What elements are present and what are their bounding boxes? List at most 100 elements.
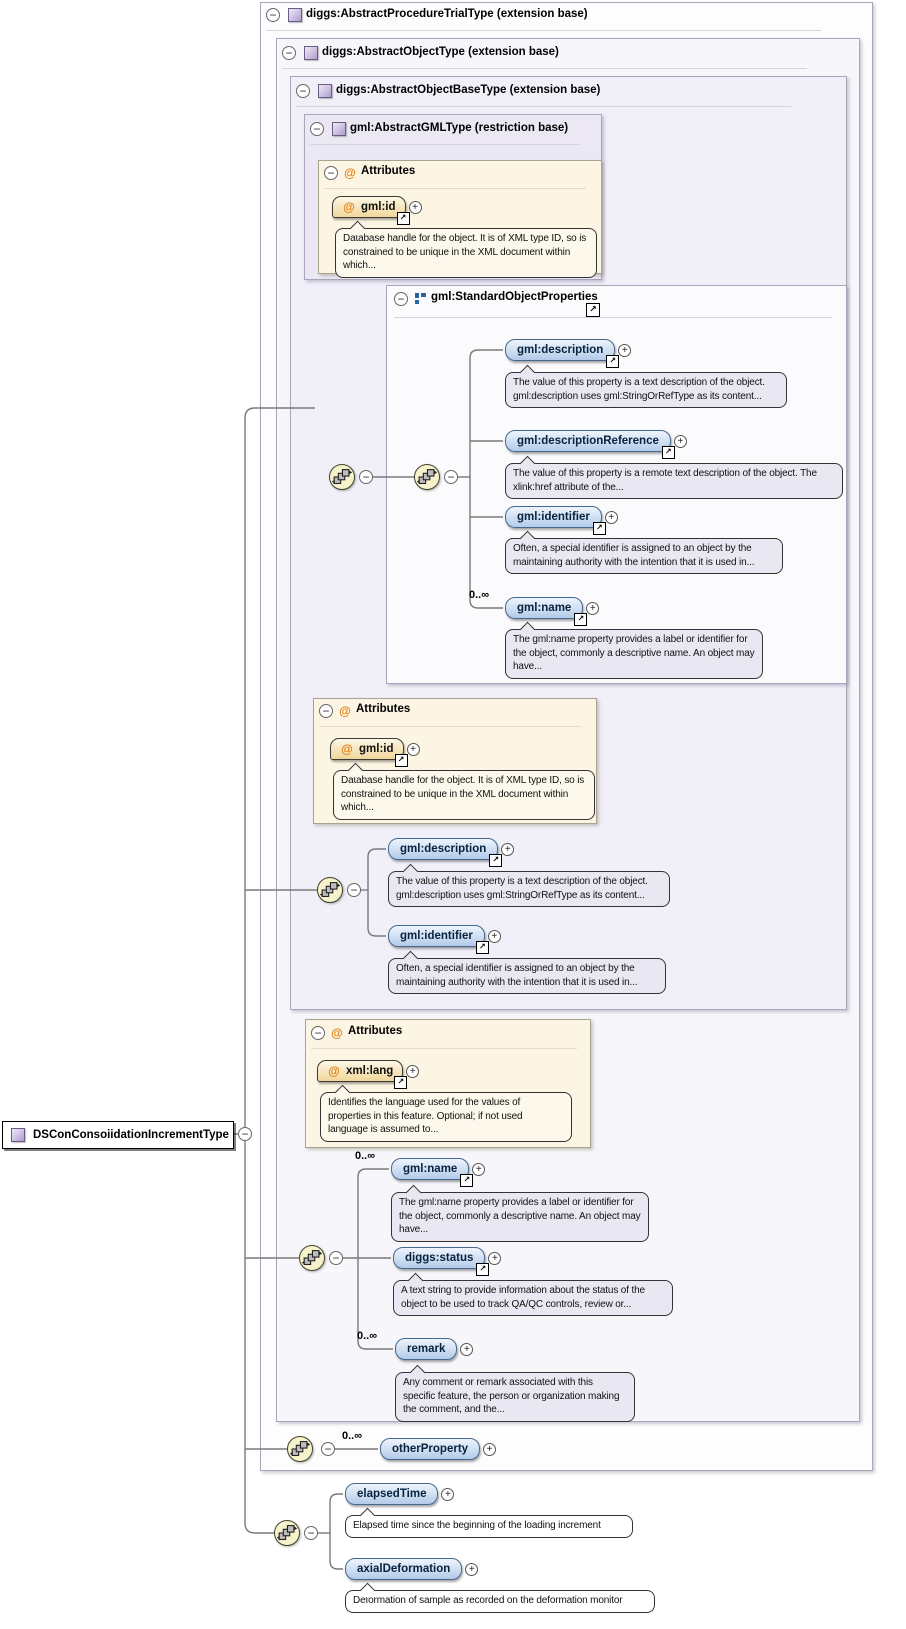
sequence-icon — [414, 464, 440, 490]
link-icon[interactable]: ↗ — [394, 754, 408, 767]
link-icon[interactable]: ↗ — [476, 1263, 490, 1276]
link-icon[interactable]: ↗ — [394, 1076, 408, 1089]
attribute-gml-id[interactable]: @gml:id ↗ + — [332, 196, 422, 225]
collapse-icon[interactable]: − — [282, 46, 296, 60]
occurrence-label: 0..∞ — [355, 1150, 376, 1162]
occurrence-label: 0..∞ — [469, 589, 490, 601]
element-gml-name[interactable]: gml:name↗ + — [505, 597, 600, 626]
expand-icon[interactable]: + — [618, 343, 632, 357]
link-icon[interactable]: ↗ — [606, 355, 620, 368]
element-other-property[interactable]: otherProperty + — [380, 1438, 497, 1460]
collapse-icon[interactable]: − — [329, 1251, 343, 1265]
link-icon[interactable]: ↗ — [489, 854, 503, 867]
collapse-icon[interactable]: − — [359, 470, 373, 484]
collapse-icon[interactable]: − — [324, 166, 338, 180]
collapse-icon[interactable]: − — [304, 1526, 318, 1540]
attribute-at-icon: @ — [339, 704, 351, 718]
link-icon[interactable]: ↗ — [661, 446, 675, 459]
complex-type-icon — [11, 1128, 25, 1142]
annotation-gml-description-reference: The value of this property is a remote t… — [505, 463, 843, 499]
collapse-icon[interactable]: − — [394, 292, 408, 306]
complex-type-icon — [318, 84, 332, 98]
link-icon[interactable]: ↗ — [574, 613, 588, 626]
occurrence-label: 0..∞ — [357, 1330, 378, 1342]
complex-type-icon — [304, 46, 318, 60]
collapse-icon[interactable]: − — [321, 1442, 335, 1456]
annotation-gml-id: Database handle for the object. It is of… — [335, 228, 597, 278]
expand-icon[interactable]: + — [483, 1442, 497, 1456]
element-gml-description[interactable]: gml:description↗ + — [505, 339, 632, 368]
occurrence-label: 0..∞ — [342, 1430, 363, 1442]
attribute-gml-id[interactable]: @gml:id ↗ + — [330, 738, 420, 767]
collapse-icon[interactable]: − — [238, 1127, 252, 1141]
annotation-axial-deformation: Deformation of sample as recorded on the… — [345, 1590, 655, 1613]
collapse-icon[interactable]: − — [444, 470, 458, 484]
annotation-diggs-status: A text string to provide information abo… — [393, 1280, 673, 1316]
expand-icon[interactable]: + — [441, 1487, 455, 1501]
expand-icon[interactable]: + — [586, 601, 600, 615]
element-gml-description-reference[interactable]: gml:descriptionReference↗ + — [505, 430, 687, 459]
expand-icon[interactable]: + — [472, 1162, 486, 1176]
root-type-label: DSConConsoiidationIncrementType — [33, 1129, 229, 1141]
expand-icon[interactable]: + — [488, 1251, 502, 1265]
element-gml-identifier[interactable]: gml:identifier↗ + — [505, 506, 618, 535]
attributes-title: Attributes — [356, 703, 411, 715]
sequence-icon — [329, 464, 355, 490]
model-group-icon — [414, 292, 427, 305]
annotation-gml-name: The gml:name property provides a label o… — [391, 1192, 649, 1242]
root-type[interactable]: DSConConsoiidationIncrementType — [2, 1121, 234, 1149]
expand-icon[interactable]: + — [406, 1064, 420, 1078]
collapse-icon[interactable]: − — [319, 704, 333, 718]
link-icon[interactable]: ↗ — [460, 1174, 474, 1187]
element-diggs-status[interactable]: diggs:status↗ + — [393, 1247, 502, 1276]
type-header-abstract-object: diggs:AbstractObjectType (extension base… — [322, 46, 559, 58]
annotation-gml-description: The value of this property is a text des… — [505, 372, 787, 408]
attribute-at-icon: @ — [343, 200, 355, 214]
link-icon[interactable]: ↗ — [475, 941, 489, 954]
collapse-icon[interactable]: − — [310, 122, 324, 136]
annotation-elapsed-time: Elapsed time since the beginning of the … — [345, 1515, 633, 1538]
element-elapsed-time[interactable]: elapsedTime + — [345, 1483, 455, 1505]
link-icon[interactable]: ↗ — [396, 212, 410, 225]
expand-icon[interactable]: + — [487, 929, 501, 943]
attributes-title: Attributes — [361, 165, 416, 177]
attribute-at-icon: @ — [328, 1064, 340, 1078]
element-gml-description[interactable]: gml:description↗ + — [388, 838, 515, 867]
link-icon[interactable]: ↗ — [592, 522, 606, 535]
type-header-abstract-gml: gml:AbstractGMLType (restriction base) — [350, 122, 569, 134]
collapse-icon[interactable]: − — [266, 8, 280, 22]
expand-icon[interactable]: + — [408, 200, 422, 214]
attribute-xml-lang[interactable]: @xml:lang ↗ + — [317, 1060, 420, 1089]
annotation-gml-identifier: Often, a special identifier is assigned … — [388, 958, 666, 994]
expand-icon[interactable]: + — [406, 742, 420, 756]
annotation-gml-name: The gml:name property provides a label o… — [505, 629, 763, 679]
expand-icon[interactable]: + — [465, 1562, 479, 1576]
expand-icon[interactable]: + — [673, 434, 687, 448]
sequence-icon — [299, 1245, 325, 1271]
collapse-icon[interactable]: − — [347, 883, 361, 897]
attribute-at-icon: @ — [331, 1026, 343, 1040]
expand-icon[interactable]: + — [460, 1342, 474, 1356]
expand-icon[interactable]: + — [604, 510, 618, 524]
element-gml-name[interactable]: gml:name↗ + — [391, 1158, 486, 1187]
complex-type-icon — [332, 122, 346, 136]
annotation-remark: Any comment or remark associated with th… — [395, 1372, 635, 1422]
sequence-icon — [287, 1436, 313, 1462]
attribute-at-icon: @ — [341, 742, 353, 756]
collapse-icon[interactable]: − — [296, 84, 310, 98]
expand-icon[interactable]: + — [501, 842, 515, 856]
element-remark[interactable]: remark + — [395, 1338, 474, 1360]
complex-type-icon — [288, 8, 302, 22]
attribute-at-icon: @ — [344, 166, 356, 180]
sequence-icon — [274, 1520, 300, 1546]
annotation-xml-lang: Identifies the language used for the val… — [320, 1092, 572, 1142]
group-header-label: gml:StandardObjectProperties — [431, 291, 598, 303]
element-gml-identifier[interactable]: gml:identifier↗ + — [388, 925, 501, 954]
annotation-gml-identifier: Often, a special identifier is assigned … — [505, 538, 783, 574]
type-header-procedure-trial: diggs:AbstractProcedureTrialType (extens… — [306, 8, 588, 20]
element-axial-deformation[interactable]: axialDeformation + — [345, 1558, 479, 1580]
link-icon[interactable]: ↗ — [586, 303, 600, 317]
annotation-gml-description: The value of this property is a text des… — [388, 871, 670, 907]
collapse-icon[interactable]: − — [311, 1026, 325, 1040]
